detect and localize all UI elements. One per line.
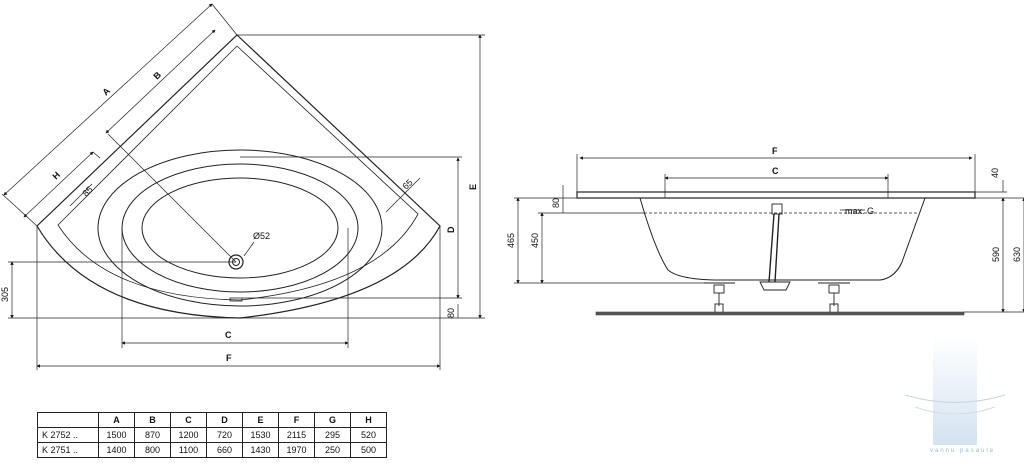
table-cell: 295 — [314, 427, 351, 443]
table-cell: 2115 — [278, 427, 315, 443]
table-cell: 1430 — [242, 442, 279, 458]
dimensions-table: A B C D E F G H K 2752 .. 1500 870 1200 … — [37, 412, 387, 458]
section-label-C: C — [772, 166, 779, 176]
label-H: H — [50, 170, 62, 182]
section-view — [576, 191, 976, 316]
table-header-cell: E — [242, 412, 279, 428]
table-cell: 1500 — [98, 427, 135, 443]
table-cell: 1400 — [98, 442, 135, 458]
table-header-cell: A — [98, 412, 135, 428]
plan-outline — [36, 34, 441, 319]
section-label-465: 465 — [506, 233, 516, 248]
section-label-F: F — [772, 146, 778, 156]
label-C: C — [225, 330, 232, 340]
table-header-cell: C — [170, 412, 207, 428]
table-header-row: A B C D E F G H — [37, 412, 387, 428]
label-65: 65 — [400, 177, 414, 191]
basin-outer — [97, 149, 383, 307]
table-cell: 800 — [134, 442, 171, 458]
section-dimensions — [514, 154, 1024, 313]
table-header-cell: F — [278, 412, 315, 428]
watermark-logo — [905, 335, 1005, 445]
basin-inner — [141, 177, 339, 279]
table-cell: 500 — [350, 442, 387, 458]
table-header-cell: G — [314, 412, 351, 428]
plan-rim — [57, 45, 419, 301]
section-labels: F C 40 80 465 450 590 630 max. G — [506, 146, 1022, 262]
table-header-cell: H — [350, 412, 387, 428]
plan-dimensions — [1, 3, 485, 370]
section-rim — [576, 191, 976, 199]
label-F: F — [226, 353, 232, 363]
plan-labels: A B H 85 65 E D 80 305 C F Ø52 — [0, 69, 478, 363]
label-305: 305 — [0, 287, 10, 302]
section-label-450: 450 — [530, 233, 540, 248]
left-foot-icon — [704, 282, 735, 315]
table-cell-model: K 2752 .. — [37, 427, 99, 443]
table-cell: 1100 — [170, 442, 207, 458]
table-row: K 2751 .. 1400 800 1100 660 1430 1970 25… — [37, 442, 387, 458]
watermark-text: vannu pasaule — [930, 448, 996, 454]
table-cell: 1970 — [278, 442, 315, 458]
floor — [595, 311, 965, 316]
table-cell: 1200 — [170, 427, 207, 443]
label-D: D — [446, 226, 456, 233]
section-label-max-g: max. G — [845, 206, 874, 216]
section-label-630: 630 — [1012, 247, 1022, 262]
section-label-80: 80 — [551, 198, 561, 208]
table-cell: 520 — [350, 427, 387, 443]
label-drain: Ø52 — [253, 231, 270, 241]
right-foot-icon — [818, 282, 850, 315]
table-cell: 720 — [206, 427, 243, 443]
overflow-pipe-icon — [771, 203, 783, 215]
table-row: K 2752 .. 1500 870 1200 720 1530 2115 29… — [37, 427, 387, 443]
table-cell: 660 — [206, 442, 243, 458]
label-E: E — [468, 184, 478, 190]
plan-view — [36, 34, 441, 319]
table-cell-model: K 2751 .. — [37, 442, 99, 458]
overflow-icon — [229, 297, 243, 302]
section-label-40: 40 — [990, 168, 1000, 178]
table-header-cell: D — [206, 412, 243, 428]
label-A: A — [100, 85, 112, 97]
label-80: 80 — [446, 308, 456, 318]
table-cell: 870 — [134, 427, 171, 443]
table-cell: 1530 — [242, 427, 279, 443]
label-B: B — [151, 69, 163, 81]
section-tub — [639, 197, 926, 281]
table-header-cell — [37, 412, 99, 428]
label-85: 85 — [80, 184, 94, 198]
table-header-cell: B — [134, 412, 171, 428]
section-label-590: 590 — [991, 247, 1001, 262]
table-cell: 250 — [314, 442, 351, 458]
